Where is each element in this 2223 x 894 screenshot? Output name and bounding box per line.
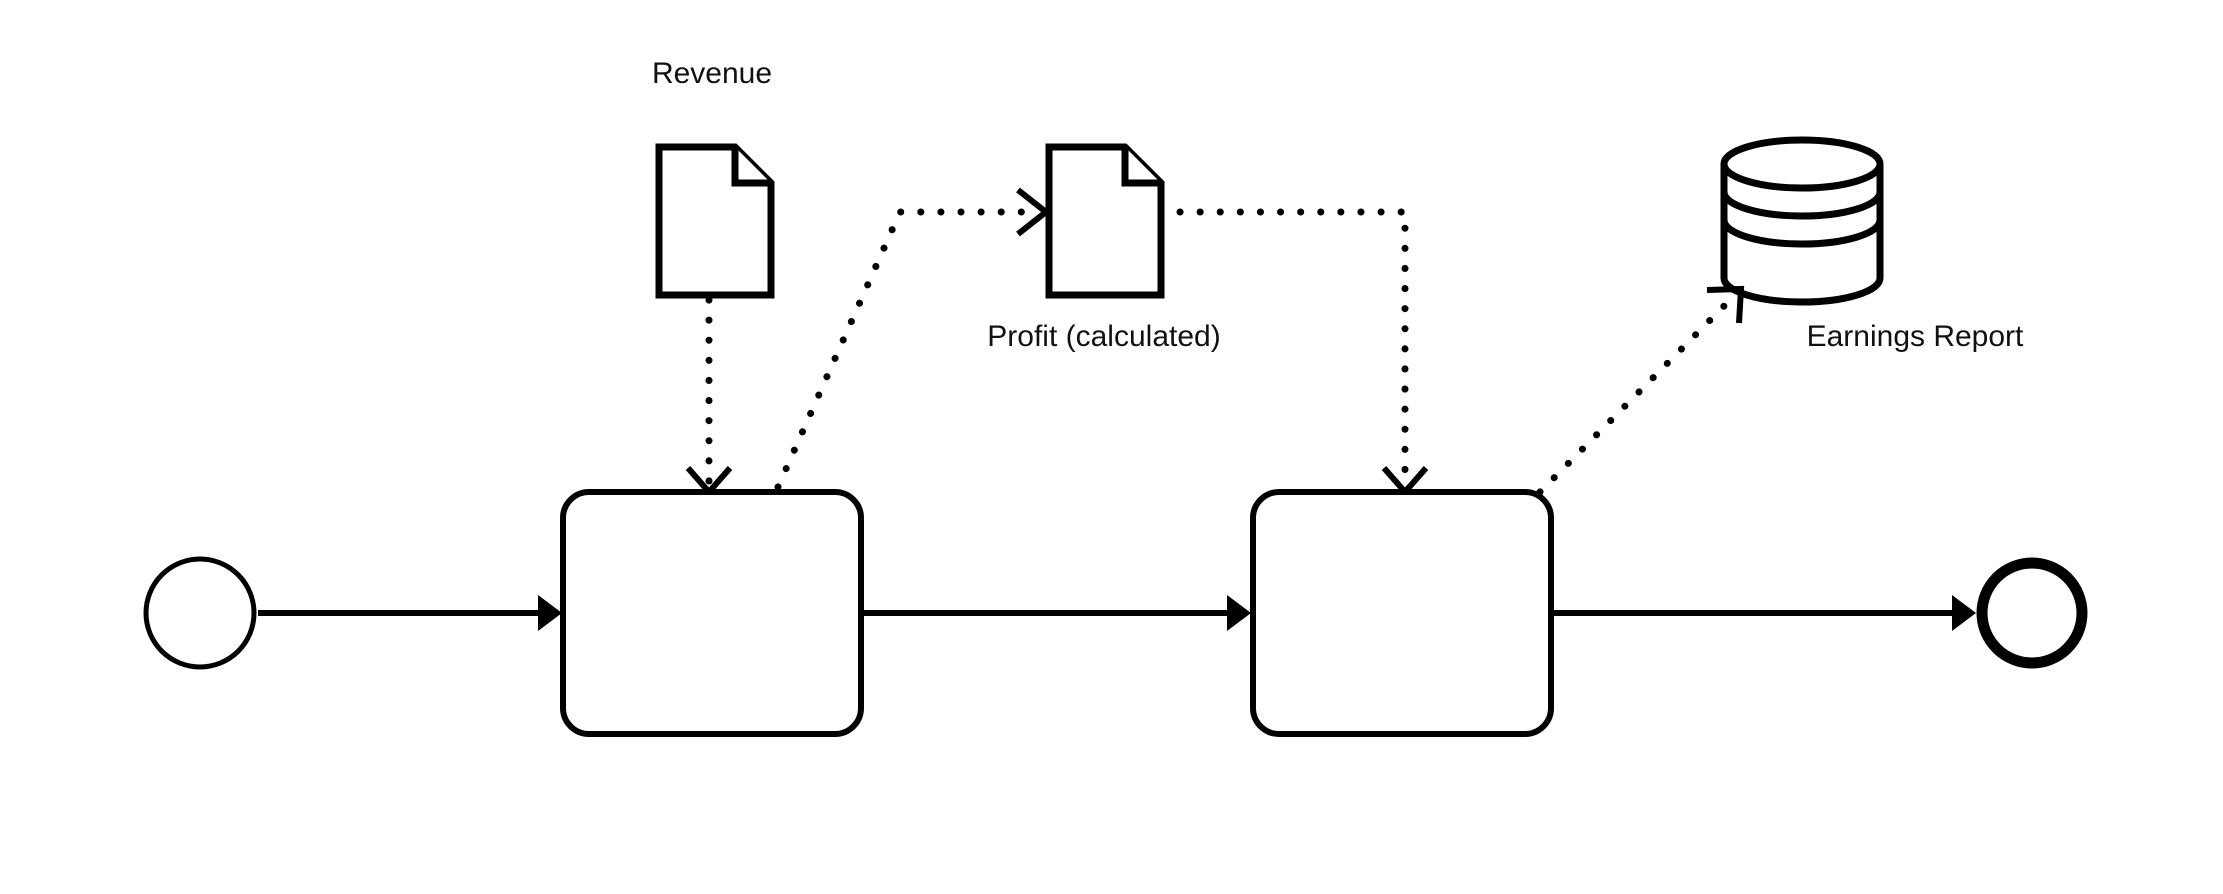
arrowhead-filled-triangle (1227, 595, 1251, 631)
arrowhead-open-v (1706, 285, 1745, 324)
document-icon (655, 143, 775, 299)
sequence-flow-task-two-to-end[interactable] (1553, 595, 1976, 631)
data-store-earnings-report[interactable]: Earnings Report (1720, 136, 2024, 353)
task-two[interactable] (1250, 489, 1554, 737)
data-object-profit-label: Profit (calculated) (987, 320, 1220, 353)
end-event[interactable] (1976, 557, 2088, 669)
sequence-flow-start-to-task-one[interactable] (258, 595, 562, 631)
sequence-flow-task-one-to-task-two[interactable] (862, 595, 1251, 631)
data-association-revenue-to-task-one[interactable] (685, 296, 733, 497)
database-cylinder-icon (1720, 136, 1884, 306)
data-object-revenue[interactable]: Revenue (652, 57, 775, 299)
data-object-revenue-label: Revenue (652, 57, 772, 90)
arrowhead-filled-triangle (1952, 595, 1976, 631)
task-one[interactable] (560, 489, 864, 737)
arrowhead-filled-triangle (538, 595, 562, 631)
data-store-earnings-report-label: Earnings Report (1807, 320, 2024, 353)
data-association-task-two-to-earnings-report[interactable] (1536, 285, 1745, 496)
start-event[interactable] (143, 556, 257, 670)
data-object-profit[interactable]: Profit (calculated) (987, 143, 1221, 353)
document-icon (1045, 143, 1165, 299)
